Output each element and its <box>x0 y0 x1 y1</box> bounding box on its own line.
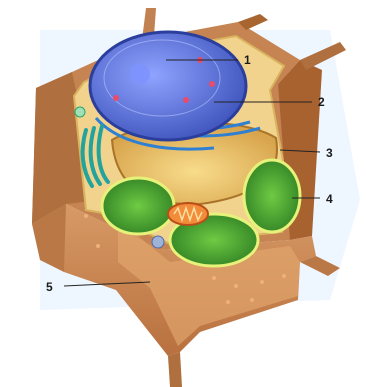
vesicle <box>152 236 164 248</box>
label-3: 3 <box>326 146 333 160</box>
mitochondrion <box>168 203 208 225</box>
label-2: 2 <box>318 95 325 109</box>
label-4: 4 <box>326 192 333 206</box>
nucleus <box>90 32 246 140</box>
peroxisome <box>75 107 85 117</box>
label-1: 1 <box>244 53 251 67</box>
label-5: 5 <box>46 280 53 294</box>
